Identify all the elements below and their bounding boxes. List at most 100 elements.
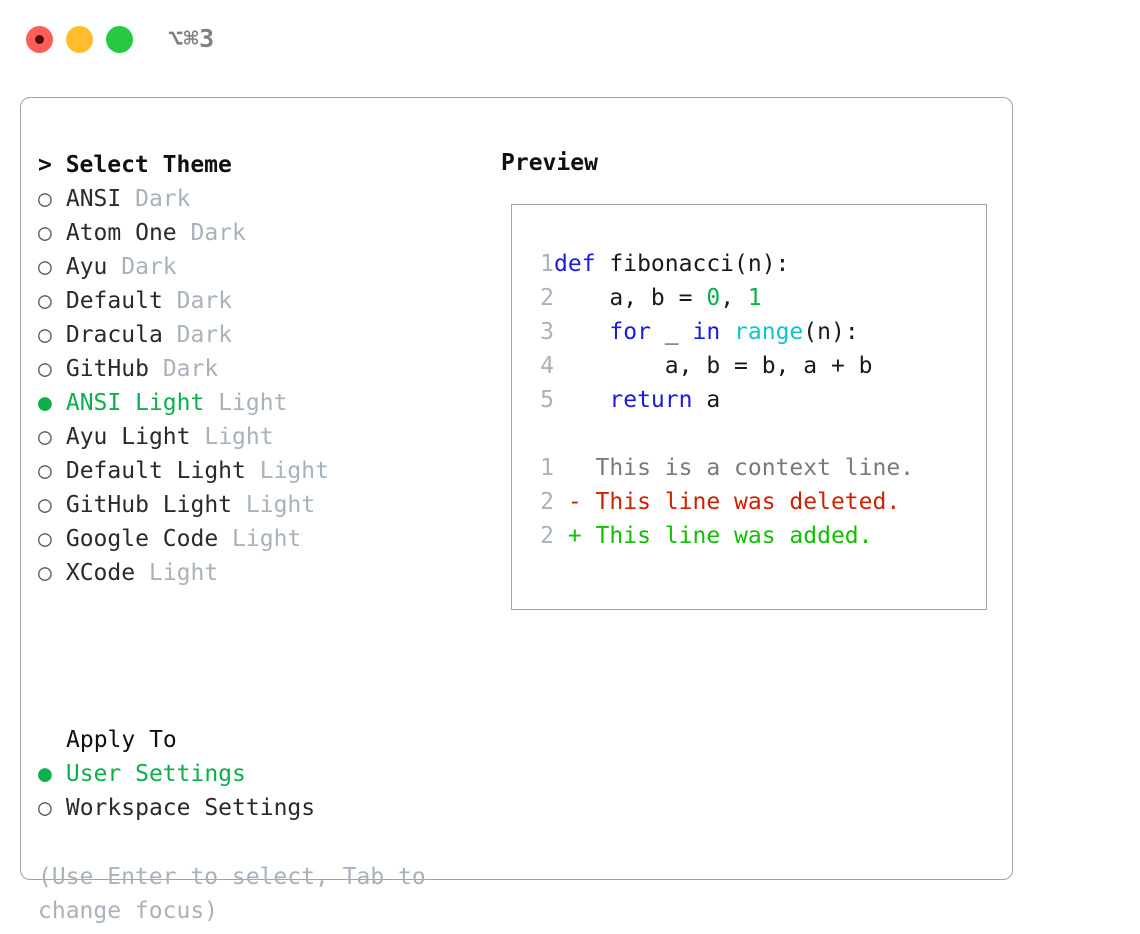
theme-option-ayu[interactable]: ○ Ayu Dark [38, 250, 478, 284]
code-token: a [692, 387, 721, 413]
theme-option-name: ANSI Light [65, 390, 205, 416]
code-line: 2 - This line was deleted. [532, 485, 972, 519]
apply-to-option-list: ● User Settings○ Workspace Settings [38, 757, 478, 825]
code-token: a, b = [554, 285, 707, 311]
code-token: 1 [747, 285, 762, 311]
theme-option-kind: Light [232, 526, 302, 552]
theme-option-list: ○ ANSI Dark○ Atom One Dark○ Ayu Dark○ De… [38, 182, 478, 590]
recording-indicator-icon [35, 35, 44, 44]
radio-unselected-icon: ○ [38, 288, 52, 314]
theme-option-name: Ayu Light [65, 424, 191, 450]
theme-option-ansi-light[interactable]: ● ANSI Light Light [38, 386, 478, 420]
titlebar: ⌥⌘3 [0, 0, 1140, 78]
code-line-number: 2 [540, 523, 554, 549]
theme-option-github-light[interactable]: ○ GitHub Light Light [38, 488, 478, 522]
code-line-number: 4 [540, 353, 554, 379]
code-token [554, 319, 609, 345]
theme-option-name: GitHub Light [65, 492, 233, 518]
code-line: 3 for _ in range(n): [532, 315, 972, 349]
radio-unselected-icon: ○ [38, 356, 52, 382]
code-line-number: 5 [540, 387, 554, 413]
apply-to-option-name: Workspace Settings [65, 795, 316, 821]
code-line: 1 This is a context line. [532, 451, 972, 485]
theme-option-kind: Light [204, 424, 274, 450]
theme-option-kind: Dark [135, 186, 191, 212]
radio-unselected-icon: ○ [38, 560, 52, 586]
apply-to-option-name: User Settings [65, 761, 246, 787]
radio-selected-icon: ● [38, 761, 52, 787]
code-line-number: 1 [540, 251, 554, 277]
apply-to-section: Apply To ● User Settings○ Workspace Sett… [38, 723, 478, 825]
main-panel: > Select Theme ○ ANSI Dark○ Atom One Dar… [20, 97, 1013, 924]
theme-option-name: ANSI [65, 186, 122, 212]
maximize-button[interactable] [106, 26, 133, 53]
theme-option-name: XCode [65, 560, 136, 586]
theme-option-kind: Light [218, 390, 288, 416]
code-token: def [554, 251, 596, 277]
apply-to-option-user-settings[interactable]: ● User Settings [38, 757, 478, 791]
apply-to-title: Apply To [66, 727, 177, 753]
theme-option-name: Dracula [65, 322, 163, 348]
window-title: ⌥⌘3 [168, 24, 215, 53]
theme-option-kind: Light [259, 458, 329, 484]
theme-option-kind: Dark [121, 254, 177, 280]
theme-option-atom-one[interactable]: ○ Atom One Dark [38, 216, 478, 250]
code-token: in [692, 319, 721, 345]
theme-option-google-code[interactable]: ○ Google Code Light [38, 522, 478, 556]
theme-option-kind: Dark [190, 220, 246, 246]
code-token: a, b = b, a + b [554, 353, 873, 379]
theme-option-kind: Dark [176, 288, 233, 314]
theme-option-kind: Dark [176, 322, 233, 348]
code-line-number: 2 [540, 285, 554, 311]
radio-unselected-icon: ○ [38, 424, 52, 450]
code-line-number: 2 [540, 489, 554, 515]
code-token: - This line was deleted. [554, 489, 901, 515]
radio-unselected-icon: ○ [38, 254, 52, 280]
code-line [532, 417, 972, 451]
preview-section: Preview [501, 148, 1001, 178]
code-line-number: 1 [540, 455, 554, 481]
code-token: (n): [803, 319, 859, 345]
preview-label: Preview [501, 150, 598, 176]
code-token: fibonacci(n): [595, 251, 790, 277]
theme-selector-header: > Select Theme [38, 152, 232, 178]
theme-option-xcode[interactable]: ○ XCode Light [38, 556, 478, 590]
theme-selector: > Select Theme ○ ANSI Dark○ Atom One Dar… [38, 148, 478, 590]
radio-unselected-icon: ○ [38, 186, 52, 212]
radio-unselected-icon: ○ [38, 526, 52, 552]
theme-option-name: Google Code [65, 526, 219, 552]
code-token [554, 387, 609, 413]
code-token: return [609, 387, 693, 413]
code-token: 0 [706, 285, 721, 311]
code-line: 1def fibonacci(n): [532, 247, 972, 281]
code-token: _ [650, 319, 693, 345]
theme-option-default-light[interactable]: ○ Default Light Light [38, 454, 478, 488]
keyboard-hint: (Use Enter to select, Tab to change focu… [38, 864, 426, 924]
apply-to-option-workspace-settings[interactable]: ○ Workspace Settings [38, 791, 478, 825]
theme-option-kind: Light [245, 492, 316, 518]
code-line: 2 a, b = 0, 1 [532, 281, 972, 315]
theme-option-name: Default [65, 288, 163, 314]
theme-option-name: Ayu [65, 254, 108, 280]
theme-option-kind: Dark [162, 356, 219, 382]
theme-option-ayu-light[interactable]: ○ Ayu Light Light [38, 420, 478, 454]
radio-unselected-icon: ○ [38, 795, 52, 821]
code-token: range [734, 319, 804, 345]
theme-option-default[interactable]: ○ Default Dark [38, 284, 478, 318]
theme-option-dracula[interactable]: ○ Dracula Dark [38, 318, 478, 352]
code-token: for [609, 319, 651, 345]
code-token [554, 421, 568, 447]
theme-option-name: GitHub [65, 356, 149, 382]
code-token: + This line was added. [554, 523, 873, 549]
theme-option-kind: Light [148, 560, 219, 586]
radio-unselected-icon: ○ [38, 458, 52, 484]
theme-option-github[interactable]: ○ GitHub Dark [38, 352, 478, 386]
radio-unselected-icon: ○ [38, 322, 52, 348]
theme-option-ansi[interactable]: ○ ANSI Dark [38, 182, 478, 216]
minimize-button[interactable] [66, 26, 93, 53]
code-token: This is a context line. [554, 455, 915, 481]
radio-unselected-icon: ○ [38, 220, 52, 246]
